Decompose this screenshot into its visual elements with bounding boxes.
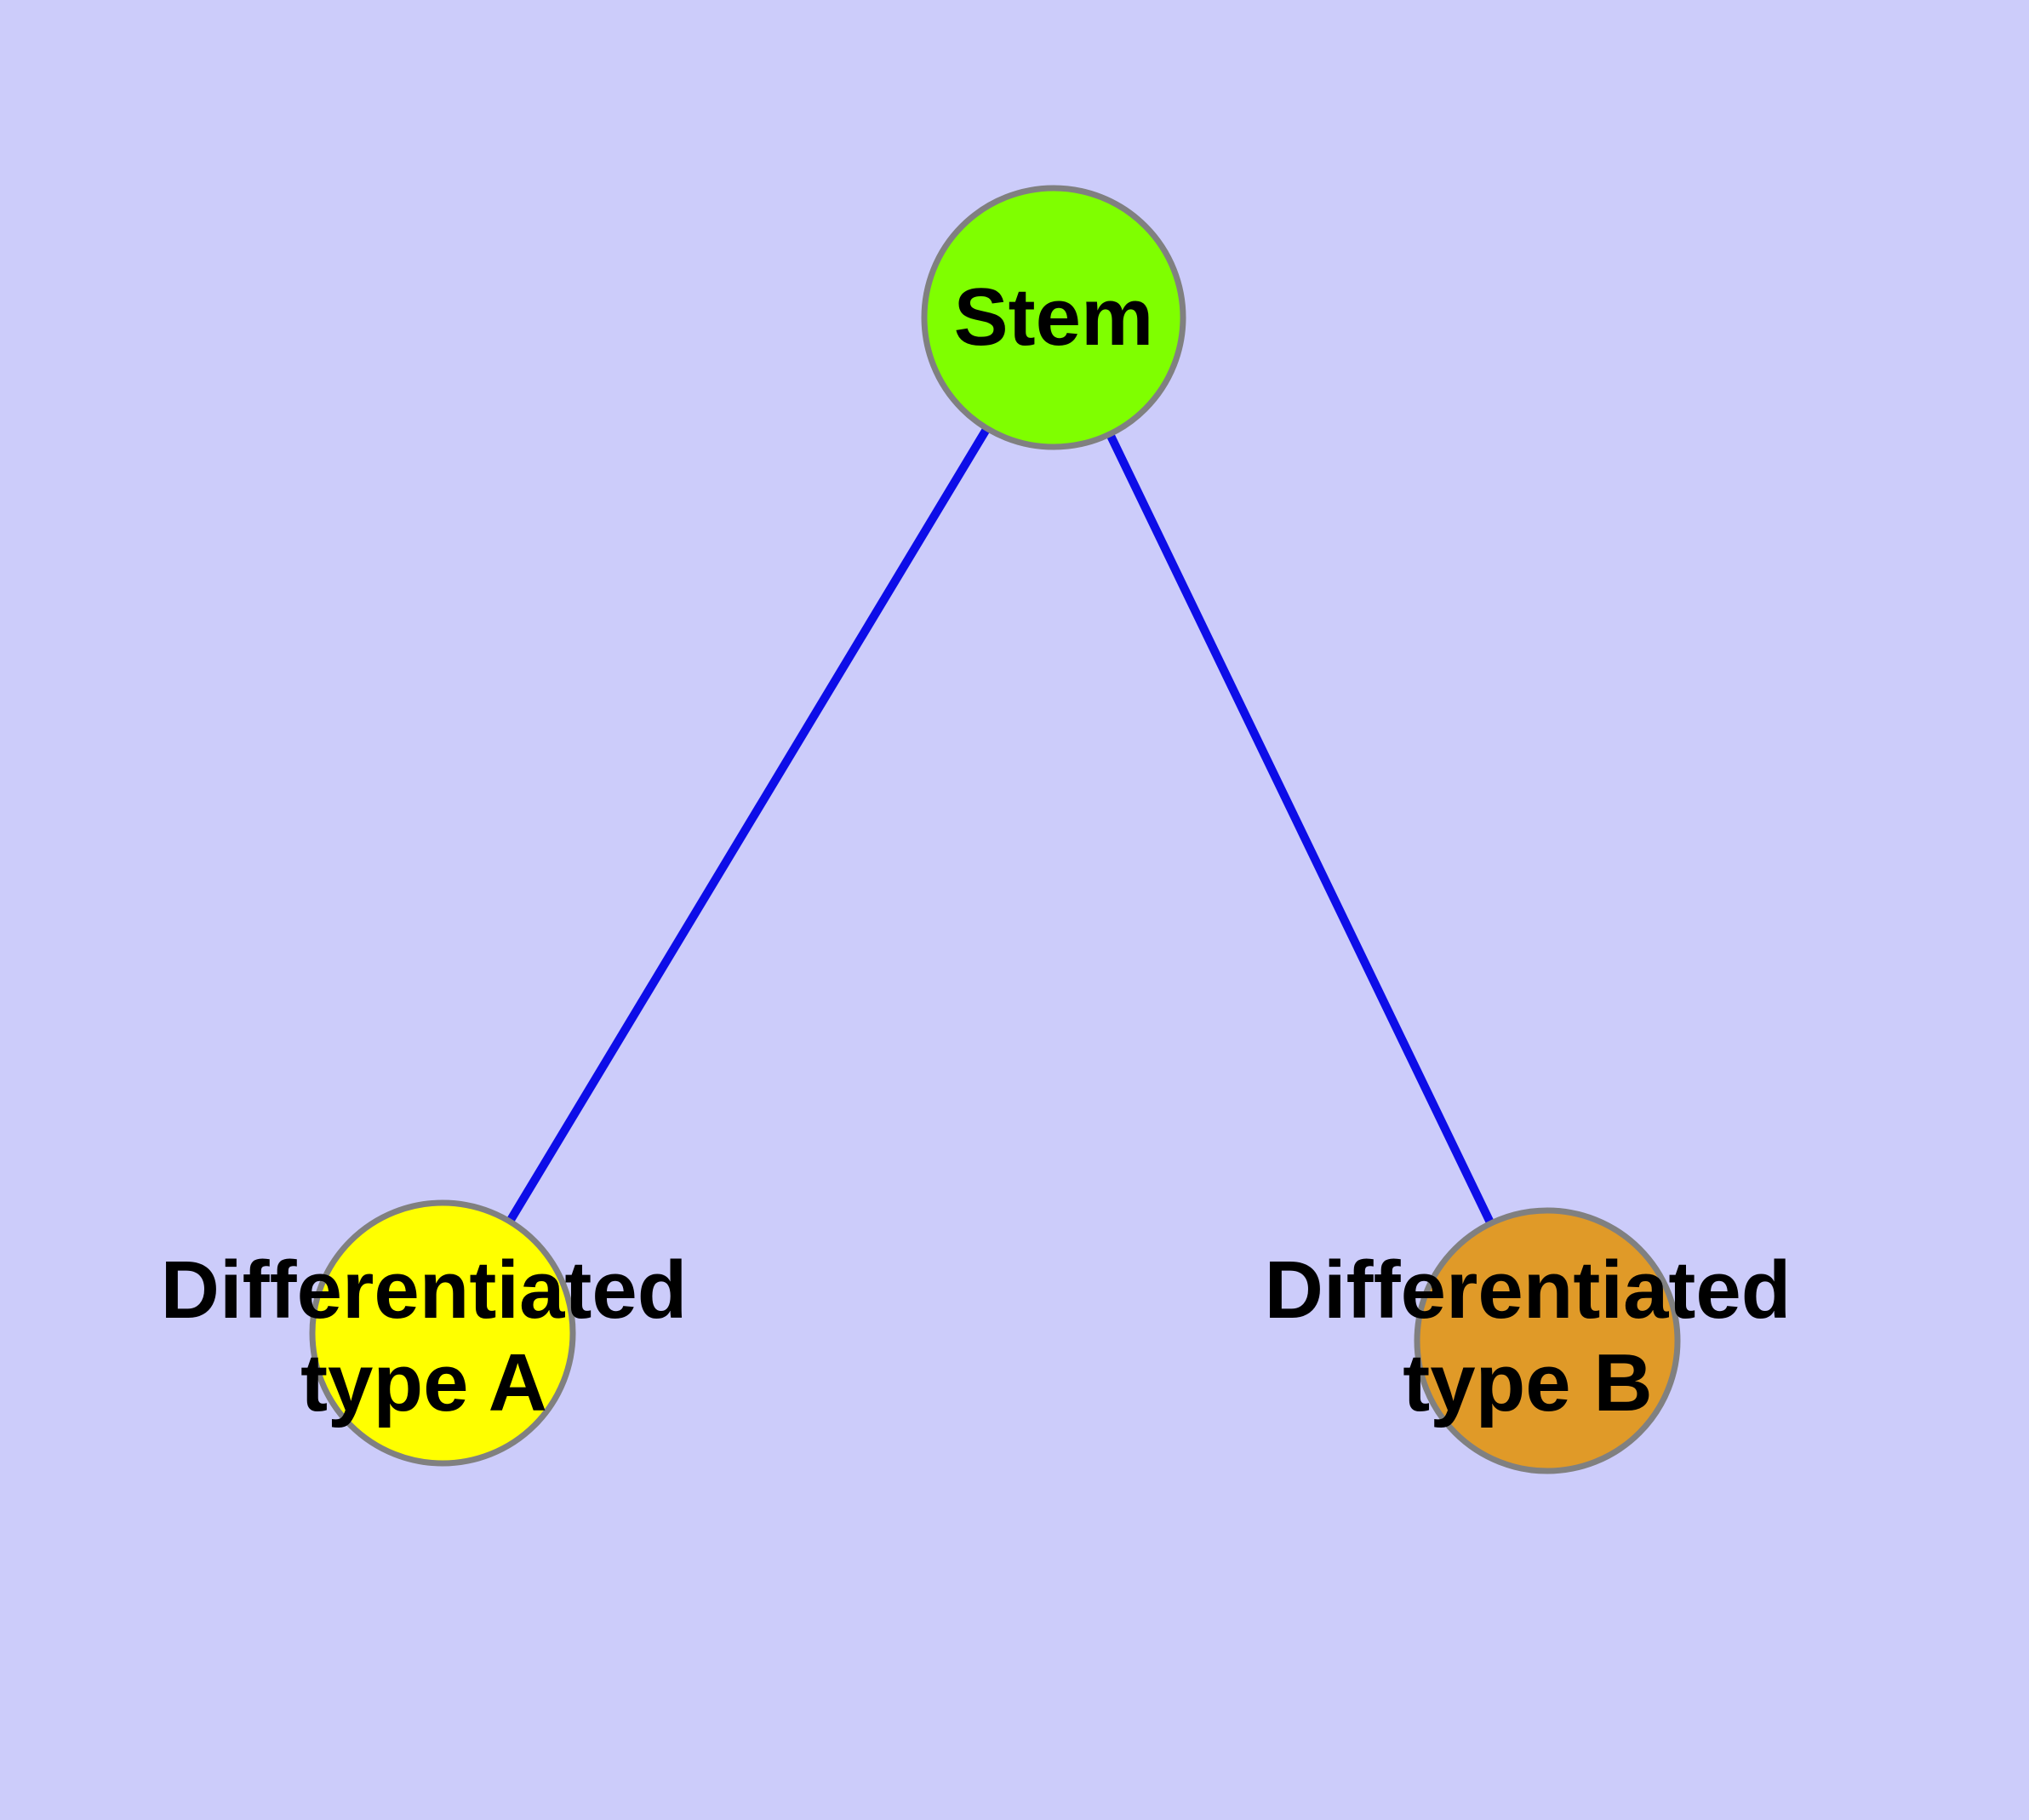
edge-stem-to-differentiated-type-a[interactable]	[438, 315, 1058, 1336]
node-label-differentiated-type-b-line1: Differentiated	[1265, 1245, 1792, 1336]
node-differentiated-type-a[interactable]: Differentiated type A	[161, 1199, 688, 1467]
node-circle-differentiated-type-a[interactable]	[309, 1199, 576, 1467]
node-stem[interactable]: Stem	[921, 185, 1186, 450]
node-circle-stem[interactable]	[921, 185, 1186, 450]
node-label-differentiated-type-b-line2: type B	[1403, 1337, 1652, 1428]
node-differentiated-type-b[interactable]: Differentiated type B	[1265, 1207, 1792, 1474]
node-label-differentiated-type-a-line1: Differentiated	[161, 1245, 688, 1336]
node-label-stem: Stem	[954, 272, 1154, 363]
edge-layer	[438, 315, 1552, 1343]
node-label-differentiated-type-a-line2: type A	[300, 1337, 547, 1428]
node-layer: Stem Differentiated type A Differentiate…	[161, 185, 1792, 1474]
edge-stem-to-differentiated-type-b[interactable]	[1049, 315, 1552, 1343]
node-circle-differentiated-type-b[interactable]	[1414, 1207, 1681, 1474]
